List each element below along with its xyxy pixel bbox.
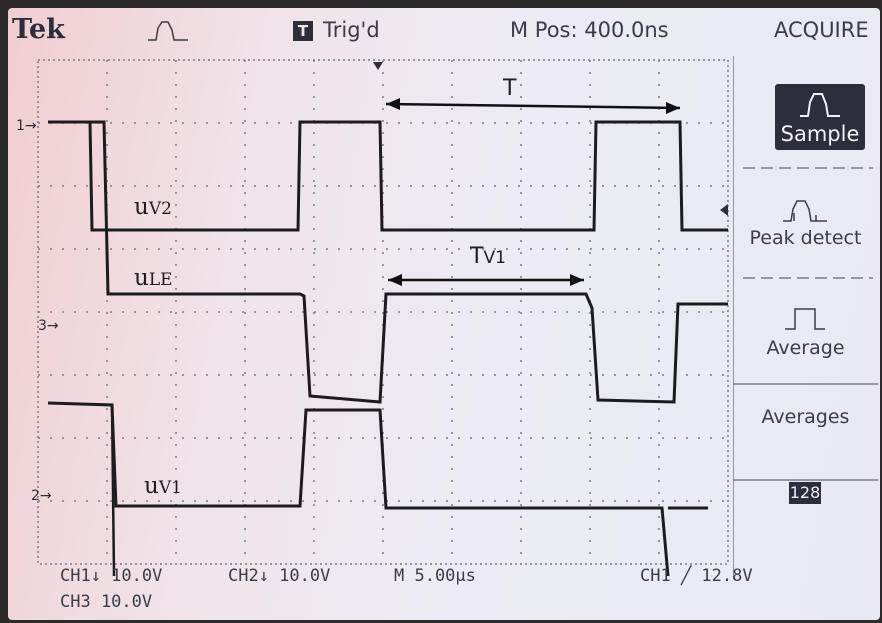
ule-main: u (134, 265, 149, 291)
peak-detect-option[interactable]: Peak detect (733, 191, 878, 271)
tv1-arrow-left (388, 274, 402, 286)
trace-ule (48, 120, 728, 404)
ch2-scale-readout: CH2↓ 10.0V (228, 566, 331, 586)
waveform-display (37, 59, 729, 577)
brand-logo: Tek (12, 14, 65, 45)
tv1-main: T (470, 244, 484, 269)
peak-detect-label: Peak detect (749, 227, 862, 249)
averages-label: Averages (761, 406, 850, 428)
trigger-position-marker (373, 62, 383, 70)
ule-label: uLE (134, 265, 173, 291)
pulse-icon (148, 21, 188, 41)
ch1-scale-readout: CH1↓ 10.0V (60, 566, 163, 586)
graticule-grid (38, 60, 728, 564)
uv2-sub: V2 (148, 199, 172, 219)
peak-pulse-icon (783, 200, 827, 222)
trigger-level-marker (720, 204, 728, 216)
trace-ch1-drop (110, 404, 116, 577)
pulse-icon (800, 93, 840, 117)
menu-dividers (733, 56, 878, 579)
ch2-ground-marker[interactable]: 2→ (31, 488, 52, 504)
uv2-label: uV2 (134, 194, 172, 220)
ch3-scale-readout: CH3 10.0V (60, 592, 153, 612)
readout-bar: CH1↓ 10.0V CH2↓ 10.0V M 5.00µs CH1 ╱ 12.… (8, 564, 880, 620)
tv1-sub: V1 (483, 248, 506, 268)
period-label: T (503, 76, 517, 101)
trace-uv2 (48, 120, 728, 232)
tv1-label: TV1 (470, 244, 506, 269)
uv1-main: u (144, 473, 159, 499)
averages-option[interactable]: Averages (733, 396, 878, 476)
menu-title: ACQUIRE (774, 18, 869, 42)
uv1-sub: V1 (158, 478, 182, 498)
period-arrow-right (666, 102, 680, 114)
timebase-readout: M 5.00µs (394, 566, 476, 586)
averages-value: 128 (789, 482, 821, 504)
trace-uv1 (47, 401, 670, 577)
ch3-ground-marker[interactable]: 3→ (38, 318, 59, 334)
uv2-main: u (134, 194, 149, 220)
sample-label: Sample (780, 122, 860, 146)
acquire-menu: Sample Peak detect Average Averages 128 (733, 56, 878, 579)
average-label: Average (766, 337, 845, 359)
trigger-level-readout: CH1 ╱ 12.8V (640, 566, 753, 586)
horizontal-position: M Pos: 400.0ns (510, 18, 669, 42)
period-arrow-left (386, 98, 400, 110)
ule-sub: LE (148, 270, 173, 290)
average-option[interactable]: Average (733, 301, 878, 381)
status-bar: Tek T Trig'd M Pos: 400.0ns ACQUIRE (8, 8, 880, 52)
period-arrow-line (385, 102, 681, 110)
ch1-ground-marker[interactable]: 1→ (16, 118, 37, 134)
sample-option[interactable]: Sample (775, 84, 865, 150)
tv1-arrow-right (570, 274, 584, 286)
trigger-badge: T (293, 21, 313, 41)
square-pulse-icon (785, 308, 825, 330)
oscilloscope-screen: Tek T Trig'd M Pos: 400.0ns ACQUIRE 1→ 3… (8, 8, 880, 620)
trigger-status: Trig'd (323, 18, 380, 42)
uv1-label: uV1 (144, 473, 182, 499)
